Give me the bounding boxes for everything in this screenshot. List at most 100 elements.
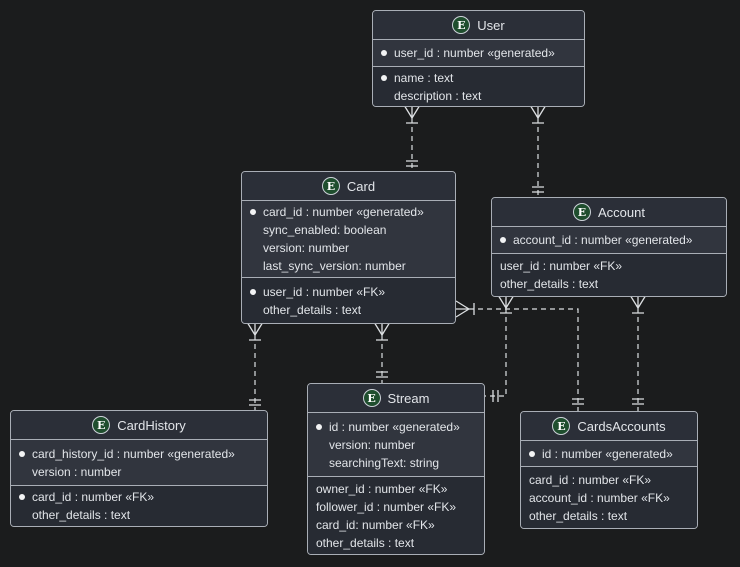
attribute-row: card_id : number «FK» — [529, 471, 689, 489]
bullet-icon — [381, 74, 387, 81]
entity-name: CardHistory — [117, 417, 186, 433]
attribute-row: searchingText: string — [316, 454, 476, 472]
entity-badge-icon: E — [362, 389, 381, 407]
entity-card[interactable]: E Card card_id : number «generated» sync… — [241, 171, 456, 324]
entity-cardhistory[interactable]: E CardHistory card_history_id : number «… — [10, 410, 268, 527]
attribute-section: name : text description : text — [373, 66, 584, 106]
attribute-row: other_details : text — [316, 534, 476, 552]
attribute-section: user_id : number «FK» other_details : te… — [492, 253, 726, 296]
attribute-row: card_history_id : number «generated» — [19, 445, 259, 463]
attribute-text: sync_enabled: boolean — [263, 223, 387, 237]
entity-name: CardsAccounts — [577, 418, 666, 434]
entity-header: E Account — [492, 198, 726, 226]
attribute-section: card_id : number «FK» account_id : numbe… — [521, 466, 697, 528]
entity-cardsaccounts[interactable]: E CardsAccounts id : number «generated» … — [520, 411, 698, 529]
edge-account-stream — [485, 294, 515, 402]
attribute-text: card_id : number «FK» — [529, 472, 652, 487]
attribute-text: name : text — [394, 70, 454, 85]
attribute-text: user_id : number «generated» — [394, 46, 555, 60]
bullet-icon — [19, 494, 25, 500]
attribute-row: other_details : text — [19, 506, 259, 524]
key-section: card_history_id : number «generated» ver… — [11, 439, 267, 485]
attribute-text: other_details : text — [500, 277, 599, 291]
attribute-section: owner_id : number «FK» follower_id : num… — [308, 476, 484, 554]
attribute-section: user_id : number «FK» other_details : te… — [242, 277, 455, 323]
edge-card-cardhistory — [246, 321, 264, 410]
entity-name: User — [477, 17, 505, 33]
key-section: card_id : number «generated» sync_enable… — [242, 200, 455, 277]
attribute-row: user_id : number «generated» — [381, 44, 576, 62]
entity-badge-icon: E — [573, 203, 591, 221]
entity-badge-icon: E — [92, 416, 111, 434]
attribute-row: account_id : number «FK» — [529, 489, 689, 507]
entity-header: E CardsAccounts — [521, 412, 697, 440]
entity-name: Card — [346, 178, 376, 194]
attribute-text: version : number — [32, 464, 122, 479]
attribute-row: account_id : number «generated» — [500, 231, 718, 249]
attribute-text: other_details : text — [316, 535, 415, 550]
attribute-row: version : number — [19, 463, 259, 481]
bullet-icon — [250, 209, 256, 215]
attribute-text: user_id : number «FK» — [263, 284, 386, 299]
key-section: user_id : number «generated» — [373, 39, 584, 66]
key-section: account_id : number «generated» — [492, 226, 726, 253]
attribute-text: other_details : text — [529, 508, 628, 523]
attribute-row: user_id : number «FK» — [500, 257, 718, 275]
edge-card-cardsaccounts — [455, 300, 584, 411]
entity-badge-letter: E — [367, 391, 376, 405]
entity-badge-letter: E — [457, 18, 466, 32]
entity-name: Account — [598, 204, 645, 220]
entity-badge-letter: E — [326, 179, 336, 193]
attribute-text: card_id : number «FK» — [32, 490, 155, 504]
entity-account[interactable]: E Account account_id : number «generated… — [491, 197, 727, 297]
attribute-text: card_id : number «generated» — [263, 205, 424, 219]
key-section: id : number «generated» — [521, 440, 697, 466]
attribute-text: owner_id : number «FK» — [316, 481, 448, 496]
bullet-icon — [19, 450, 25, 457]
entity-badge-letter: E — [577, 205, 587, 219]
entity-stream[interactable]: E Stream id : number «generated» version… — [307, 383, 485, 555]
edge-user-account — [529, 104, 547, 197]
attribute-row: card_id : number «FK» — [19, 488, 259, 506]
attribute-text: account_id : number «FK» — [529, 490, 670, 505]
entity-header: E Card — [242, 172, 455, 200]
bullet-icon — [500, 237, 506, 243]
attribute-text: searchingText: string — [329, 455, 440, 470]
attribute-text: follower_id : number «FK» — [316, 499, 457, 514]
bullet-icon — [316, 423, 322, 430]
bullet-icon — [250, 288, 256, 295]
entity-header: E User — [373, 11, 584, 39]
entity-header: E CardHistory — [11, 411, 267, 439]
attribute-text: card_history_id : number «generated» — [32, 446, 235, 461]
attribute-text: id : number «generated» — [329, 419, 460, 434]
entity-badge-icon: E — [321, 177, 340, 195]
attribute-text: other_details : text — [32, 508, 131, 522]
edge-user-card — [403, 104, 421, 171]
key-section: id : number «generated» version: number … — [308, 412, 484, 476]
attribute-row: name : text — [381, 69, 576, 87]
attribute-row: last_sync_version: number — [250, 257, 447, 275]
entity-badge-icon: E — [552, 417, 571, 435]
attribute-row: follower_id : number «FK» — [316, 498, 476, 516]
bullet-icon — [381, 50, 387, 56]
attribute-row: other_details : text — [529, 507, 689, 525]
attribute-row: owner_id : number «FK» — [316, 480, 476, 498]
attribute-text: version: number — [329, 437, 416, 452]
entity-user[interactable]: E User user_id : number «generated» name… — [372, 10, 585, 107]
attribute-row: other_details : text — [500, 275, 718, 293]
attribute-text: last_sync_version: number — [263, 259, 406, 273]
entity-name: Stream — [387, 390, 430, 406]
entity-badge-letter: E — [557, 419, 566, 433]
attribute-section: card_id : number «FK» other_details : te… — [11, 485, 267, 526]
attribute-row: sync_enabled: boolean — [250, 221, 447, 239]
bullet-icon — [529, 450, 535, 457]
attribute-text: other_details : text — [263, 302, 362, 317]
entity-badge-icon: E — [452, 16, 471, 34]
attribute-row: version: number — [316, 436, 476, 454]
attribute-row: other_details : text — [250, 301, 447, 319]
attribute-row: card_id: number «FK» — [316, 516, 476, 534]
attribute-text: version: number — [263, 241, 350, 255]
edge-account-cardsaccounts — [629, 294, 647, 411]
entity-header: E Stream — [308, 384, 484, 412]
